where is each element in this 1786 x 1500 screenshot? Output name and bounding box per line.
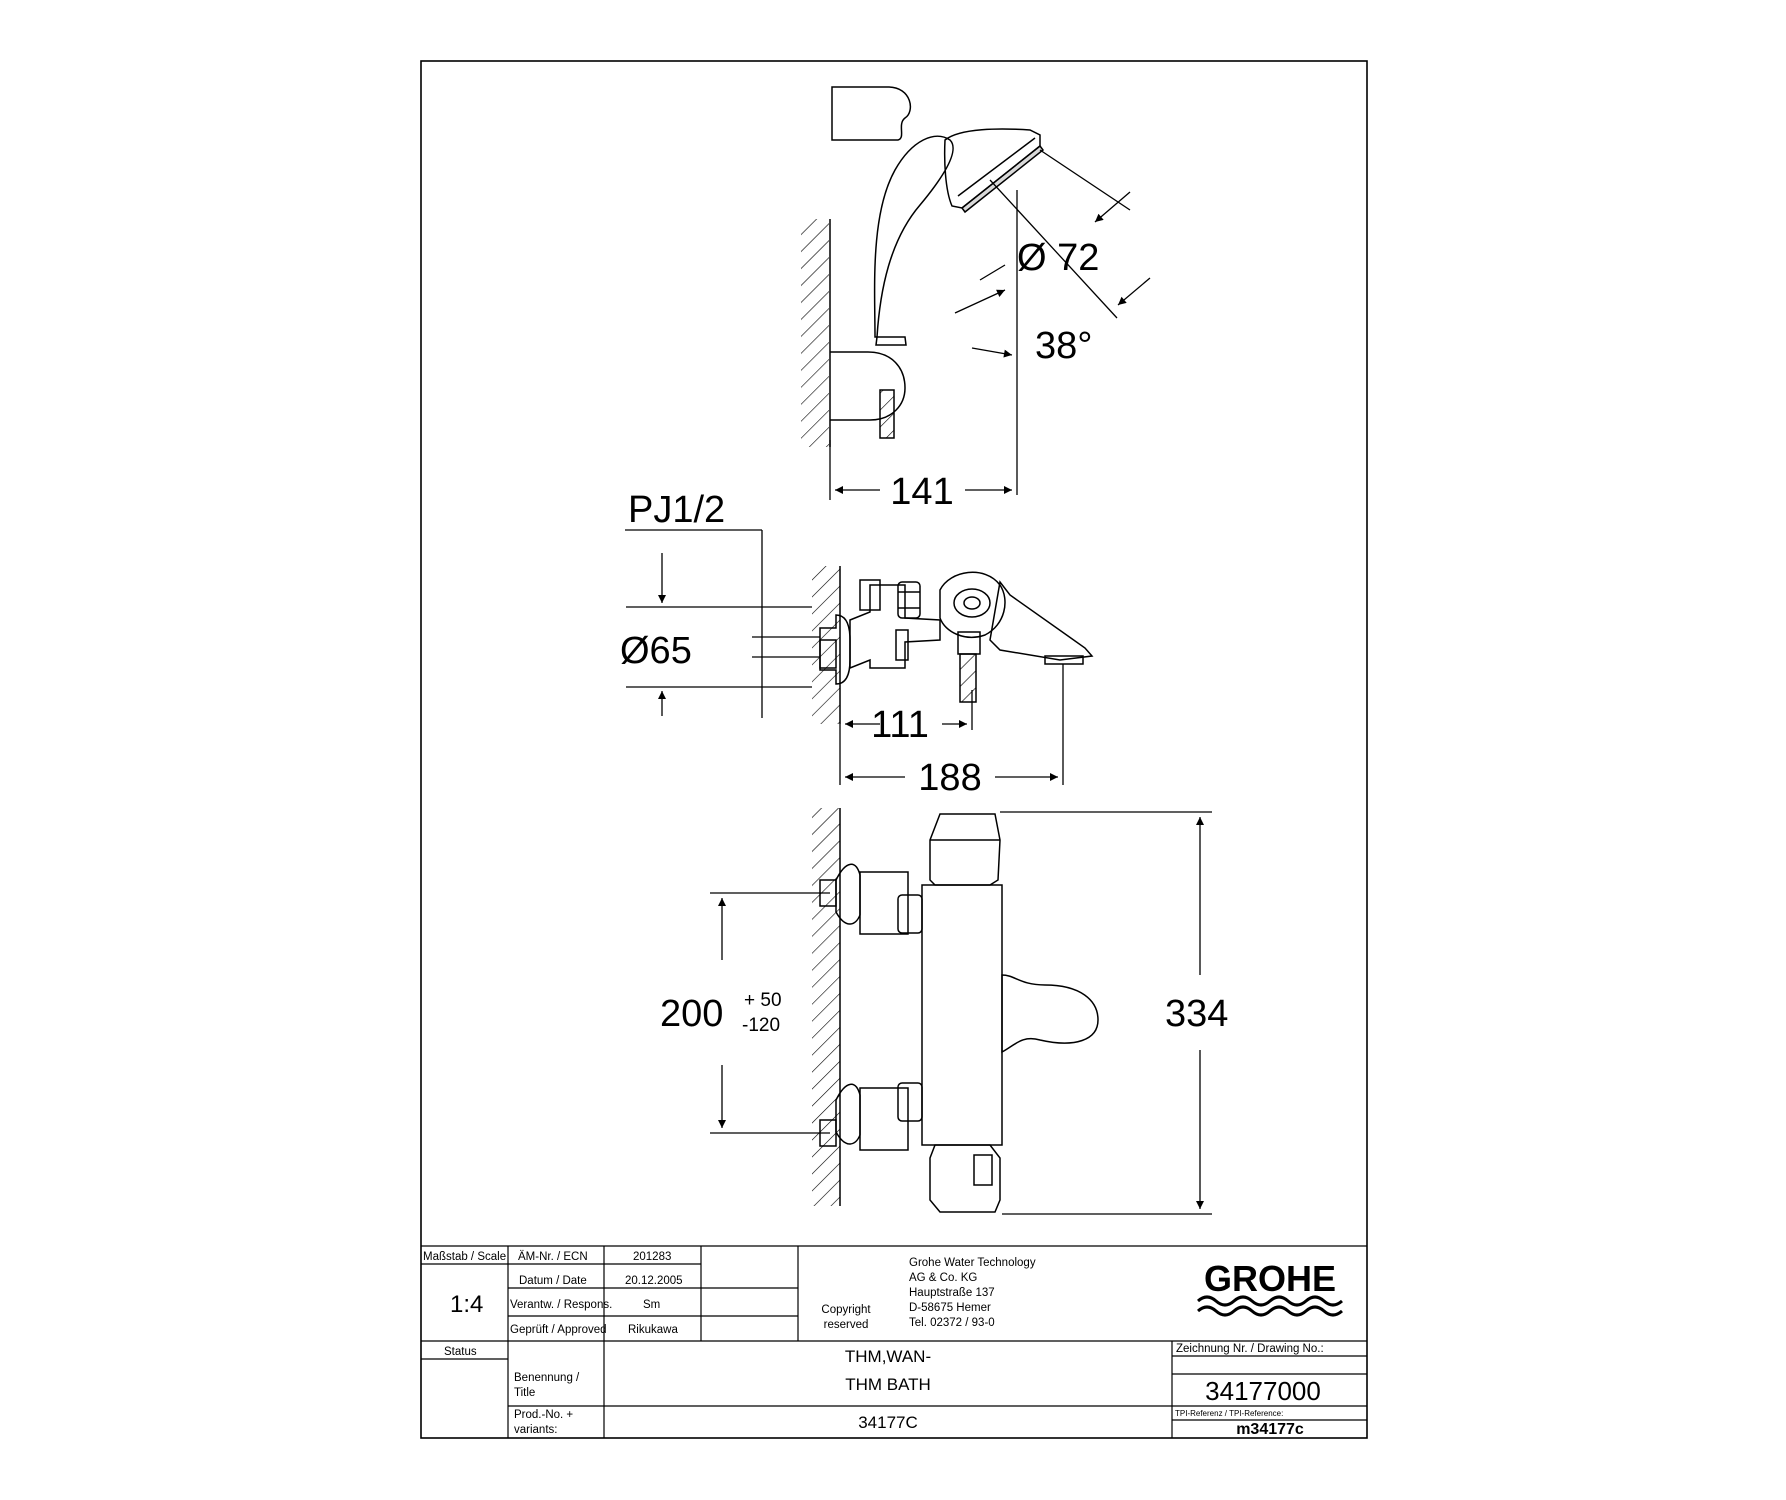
company-line-1: Grohe Water Technology <box>909 1257 1036 1269</box>
title-label-1: Benennung / <box>514 1372 580 1384</box>
dim-connection: PJ1/2 <box>628 489 725 531</box>
dim-center-distance: 200 <box>660 993 723 1035</box>
spout <box>989 580 1094 661</box>
dim-tolerance-minus: -120 <box>742 1015 780 1036</box>
mixer-top-view <box>812 566 1094 724</box>
dimensions-view-2 <box>625 529 1064 785</box>
title-line-1: THM,WAN- <box>845 1347 931 1366</box>
title-line-2: THM BATH <box>845 1375 931 1394</box>
prod-label-2: variants: <box>514 1424 557 1436</box>
drawing-border <box>420 60 1368 1439</box>
company-line-3: Hauptstraße 137 <box>909 1287 995 1299</box>
responsible-label: Verantw. / Respons. <box>510 1299 612 1311</box>
union-nut <box>897 581 921 619</box>
svg-text:GROHE: GROHE <box>1204 1258 1336 1299</box>
drawing-number-value: 34177000 <box>1205 1376 1321 1406</box>
drawing-number-label: Zeichnung Nr. / Drawing No.: <box>1176 1343 1324 1355</box>
date-value: 20.12.2005 <box>625 1275 683 1287</box>
ecn-label: ÄM-Nr. / ECN <box>518 1251 588 1263</box>
prod-label-1: Prod.-No. + <box>514 1409 573 1421</box>
dimensions-view-1 <box>829 149 1151 500</box>
tpi-value: m34177c <box>1236 1421 1304 1438</box>
dimensions-view-3 <box>710 811 1212 1215</box>
responsible-value: Sm <box>643 1299 660 1311</box>
company-line-4: D-58675 Hemer <box>909 1302 991 1314</box>
dim-holder-projection: 141 <box>890 471 953 513</box>
shower-head <box>943 128 1041 209</box>
dim-spray-diameter: Ø 72 <box>1017 237 1099 279</box>
thermostat-body <box>921 884 1003 1146</box>
scale-label: Maßstab / Scale <box>423 1251 506 1263</box>
copyright-line-2: reserved <box>824 1319 869 1331</box>
company-line-5: Tel. 02372 / 93-0 <box>909 1317 995 1329</box>
date-label: Datum / Date <box>519 1275 587 1287</box>
holder-detail-symbol <box>831 86 912 141</box>
wall-hatch-top <box>801 219 829 447</box>
tpi-label: TPI-Referenz / TPI-Reference: <box>1175 1409 1283 1418</box>
dim-spout-projection: 188 <box>918 757 981 799</box>
hose-stub <box>879 389 895 439</box>
temperature-handle <box>929 813 1001 886</box>
title-block <box>421 1245 1367 1438</box>
ecn-value: 201283 <box>633 1251 671 1263</box>
dim-rosette-diameter: Ø65 <box>620 630 692 672</box>
copyright-line-1: Copyright <box>821 1304 871 1316</box>
title-label-2: Title <box>514 1387 535 1399</box>
spout-front <box>1001 974 1099 1054</box>
approved-value: Rikukawa <box>628 1324 678 1336</box>
dim-tolerance-plus: + 50 <box>744 990 782 1011</box>
grohe-logo: GROHE <box>1197 1258 1343 1317</box>
flow-handle <box>929 1144 1001 1213</box>
shower-handle <box>873 135 954 338</box>
diverter-knob <box>939 571 1006 639</box>
mixer-front-view <box>812 808 1099 1213</box>
dim-spray-angle: 38° <box>1035 325 1092 367</box>
dim-total-height: 334 <box>1165 993 1228 1035</box>
scale-value: 1:4 <box>450 1291 483 1318</box>
mixer-body-top <box>849 584 941 670</box>
hand-shower-view <box>801 86 1045 447</box>
company-line-2: AG & Co. KG <box>909 1272 977 1284</box>
status-label: Status <box>444 1346 477 1358</box>
dim-outlet-projection: 111 <box>871 704 929 746</box>
prod-value: 34177C <box>858 1413 918 1432</box>
approved-label: Geprüft / Approved <box>510 1324 607 1336</box>
